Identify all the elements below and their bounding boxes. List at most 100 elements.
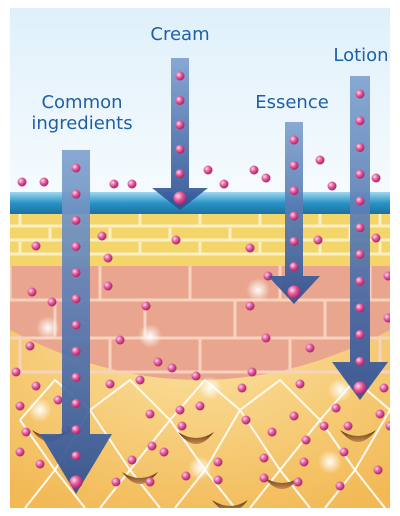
ingredient-particle xyxy=(196,402,205,411)
arrow-particle xyxy=(72,190,81,199)
ingredient-particle xyxy=(294,478,303,487)
ingredient-particle xyxy=(372,174,381,183)
arrow-particle xyxy=(290,212,299,221)
ingredient-particle xyxy=(220,180,229,189)
arrow-particle xyxy=(176,120,185,129)
arrow-particle xyxy=(288,286,301,299)
ingredient-particle xyxy=(246,244,255,253)
ingredient-particle xyxy=(238,384,247,393)
ingredient-particle xyxy=(314,236,323,245)
ingredient-particle xyxy=(262,174,271,183)
arrow-particle xyxy=(290,186,299,195)
ingredient-particle xyxy=(376,410,385,419)
common-ingredients-line1: Common xyxy=(20,92,144,113)
ingredient-particle xyxy=(176,406,185,415)
ingredient-particle xyxy=(146,410,155,419)
ingredient-particle xyxy=(168,364,177,373)
ingredient-particle xyxy=(32,242,41,251)
ingredient-particle xyxy=(336,482,345,491)
ingredient-particle xyxy=(306,344,315,353)
light-glow xyxy=(188,456,212,480)
ingredient-particle xyxy=(32,382,41,391)
ingredient-particle xyxy=(214,458,223,467)
ingredient-particle xyxy=(204,166,213,175)
ingredient-particle xyxy=(242,416,251,425)
arrow-particle xyxy=(72,399,81,408)
arrow-particle xyxy=(354,382,367,395)
arrow-particle xyxy=(70,476,83,489)
arrow-particle xyxy=(176,169,185,178)
ingredient-particle xyxy=(384,314,393,323)
ingredient-particle xyxy=(214,476,223,485)
ingredient-particle xyxy=(372,234,381,243)
ingredient-particle xyxy=(148,442,157,451)
ingredient-particle xyxy=(344,422,353,431)
ingredient-particle xyxy=(136,376,145,385)
ingredient-particle xyxy=(16,402,25,411)
ingredient-particle xyxy=(290,412,299,421)
ingredient-particle xyxy=(110,180,119,189)
arrow-particle xyxy=(356,170,365,179)
arrow-particle xyxy=(356,223,365,232)
ingredient-particle xyxy=(386,422,395,431)
ingredient-particle xyxy=(250,166,259,175)
arrow-particle xyxy=(290,161,299,170)
light-glow xyxy=(246,278,270,302)
ingredient-particle xyxy=(260,454,269,463)
arrow-particle xyxy=(176,72,185,81)
ingredient-particle xyxy=(192,372,201,381)
ingredient-particle xyxy=(328,182,337,191)
lotion-label: Lotion xyxy=(326,45,396,66)
ingredient-particle xyxy=(104,254,113,263)
ingredient-particle xyxy=(246,302,255,311)
arrow-particle xyxy=(174,192,187,205)
ingredient-particle xyxy=(106,380,115,389)
ingredient-particle xyxy=(146,478,155,487)
arrow-particle xyxy=(72,451,81,460)
ingredient-particle xyxy=(54,396,63,405)
ingredient-particle xyxy=(18,178,27,187)
ingredient-particle xyxy=(12,368,21,377)
ingredient-particle xyxy=(316,156,325,165)
arrow-particle xyxy=(176,96,185,105)
ingredient-particle xyxy=(380,384,389,393)
ingredient-particle xyxy=(112,478,121,487)
ingredient-particle xyxy=(128,456,137,465)
arrow-particle xyxy=(356,250,365,259)
ingredient-particle xyxy=(300,458,309,467)
arrow-particle xyxy=(290,237,299,246)
arrow-particle xyxy=(72,216,81,225)
ingredient-particle xyxy=(26,342,35,351)
ingredient-particle xyxy=(160,448,169,457)
arrow-particle xyxy=(72,373,81,382)
ingredient-particle xyxy=(268,428,277,437)
ingredient-particle xyxy=(22,428,31,437)
arrow-particle xyxy=(72,425,81,434)
ingredient-particle xyxy=(248,368,257,377)
ingredient-particle xyxy=(262,334,271,343)
light-glow xyxy=(138,324,162,348)
arrow-particle xyxy=(356,303,365,312)
ingredient-particle xyxy=(260,474,269,483)
ingredient-particle xyxy=(128,180,137,189)
arrow-particle xyxy=(176,145,185,154)
arrow-particle xyxy=(356,330,365,339)
common-ingredients-label: Common ingredients xyxy=(20,92,144,134)
ingredient-particle xyxy=(320,422,329,431)
arrow-particle xyxy=(290,136,299,145)
ingredient-particle xyxy=(36,460,45,469)
light-glow xyxy=(28,398,52,422)
arrow-particle xyxy=(356,277,365,286)
light-glow xyxy=(36,316,60,340)
ingredient-particle xyxy=(104,282,113,291)
arrow-particle xyxy=(72,164,81,173)
ingredient-particle xyxy=(374,466,383,475)
ingredient-particle xyxy=(172,236,181,245)
ingredient-particle xyxy=(142,302,151,311)
ingredient-particle xyxy=(296,380,305,389)
ingredient-particle xyxy=(178,422,187,431)
ingredient-particle xyxy=(28,288,37,297)
ingredient-particle xyxy=(98,232,107,241)
